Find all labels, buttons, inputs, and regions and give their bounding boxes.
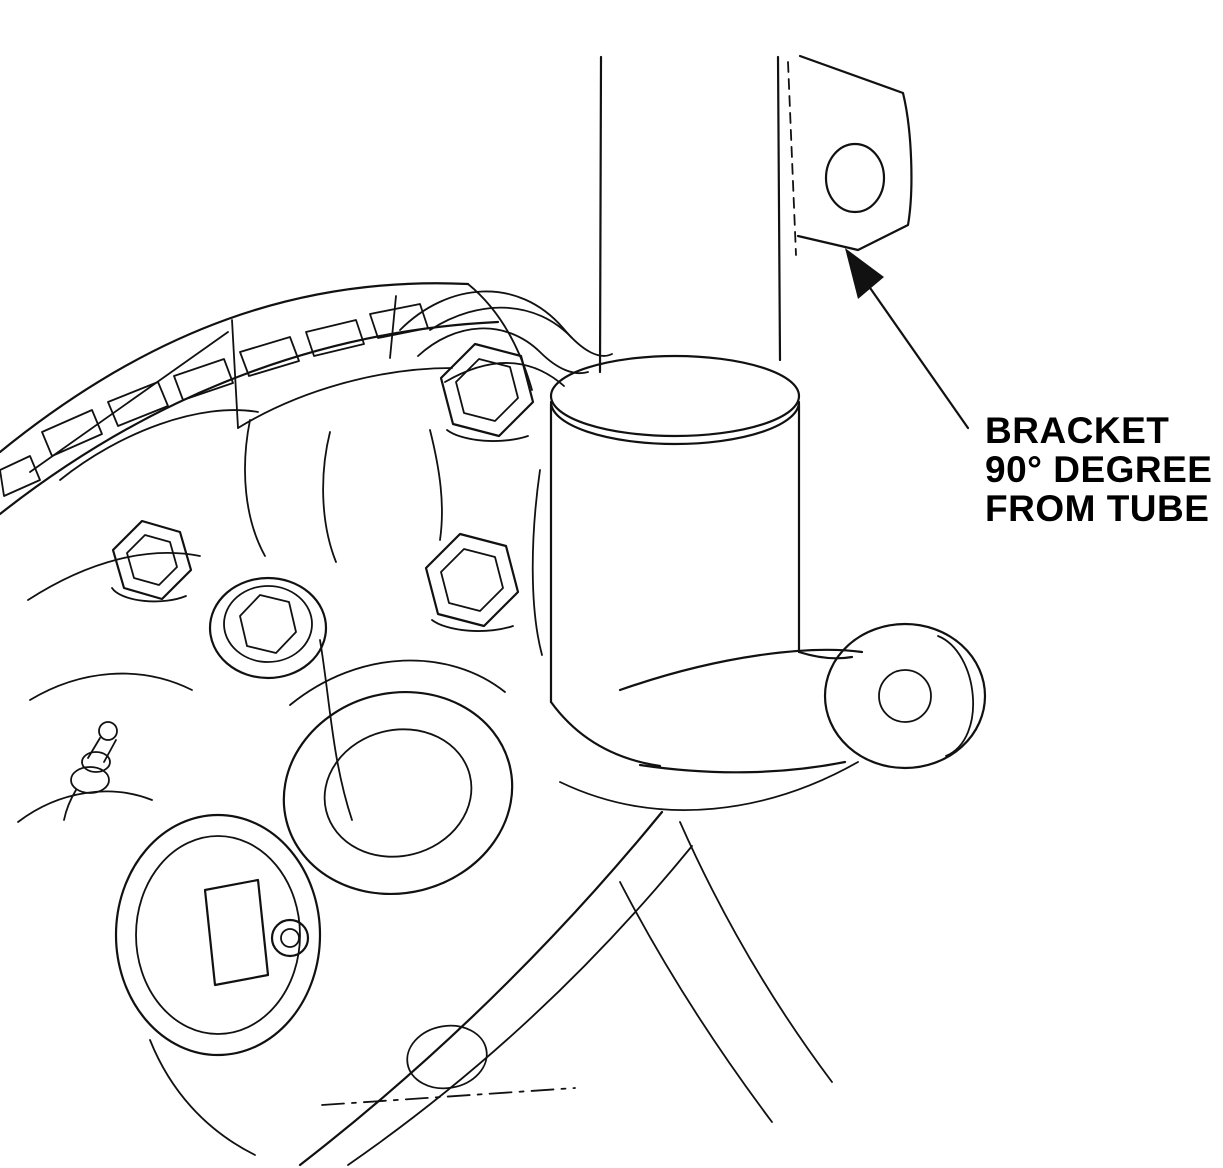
flange-arc-outer — [298, 810, 664, 1167]
caliper-lower-contour — [149, 1039, 256, 1156]
hub-upper-arc — [289, 659, 506, 706]
flange-bolt-round — [208, 576, 328, 680]
tube-collar — [549, 354, 801, 446]
arm-top-edge — [618, 648, 864, 692]
flange-hole — [406, 1024, 488, 1090]
bracket-outline — [796, 54, 913, 252]
bleeder-valve — [63, 721, 118, 821]
bolt-washer — [111, 587, 187, 603]
caliper-contour — [29, 672, 193, 701]
vent-slot — [107, 381, 169, 427]
shield-wave-top — [399, 290, 613, 357]
tube-to-arm-right — [797, 650, 854, 660]
knuckle-contour — [27, 551, 201, 601]
hub-bore-inner — [323, 728, 473, 858]
brake-caliper — [17, 672, 322, 1057]
bleeder-boss — [63, 789, 77, 821]
strut-tube — [598, 55, 797, 374]
steering-knuckle — [27, 409, 543, 821]
bolt-head-outer — [111, 519, 193, 601]
flange-arc-right-inner — [619, 881, 773, 1123]
caliper-bore-inner — [135, 835, 301, 1035]
hex-bolt-lower — [424, 532, 520, 632]
guide-pin-inner — [280, 928, 300, 948]
bolt-head-inner — [126, 534, 178, 586]
knuckle-contour — [531, 469, 543, 656]
bolt-head-inner — [239, 594, 297, 654]
vent-slot — [305, 319, 365, 357]
tube-to-knuckle-left — [549, 700, 662, 768]
bleeder-stem — [103, 739, 117, 763]
pad-block — [203, 878, 270, 987]
hub-bore-outer — [282, 690, 514, 896]
rotor-section-cut-right — [389, 295, 397, 359]
rotor-vent-slots — [0, 303, 429, 497]
rotor-right-roll — [467, 283, 533, 391]
rotor-hat-edge — [237, 367, 453, 429]
bleeder-hex — [81, 751, 111, 773]
guide-pin-outer — [270, 918, 310, 958]
bushing-eye-outer — [823, 622, 987, 770]
vent-slot — [173, 358, 234, 401]
bolt-washer — [431, 619, 514, 632]
clamp-arm-bottom — [444, 362, 565, 387]
rotor-outer-edge — [0, 282, 470, 454]
bolt-head-outer — [439, 342, 535, 438]
collar-outer-ring — [549, 354, 801, 438]
tube-right-edge — [776, 55, 782, 362]
callout-line-1: BRACKET — [985, 410, 1169, 451]
knuckle-contour — [429, 429, 443, 541]
hex-bolt-upper — [439, 342, 535, 442]
arm-under-contour — [559, 761, 859, 811]
bracket-hole — [824, 142, 886, 214]
rotor-face-line — [29, 331, 229, 473]
hub-bore — [282, 690, 514, 896]
callout-leader-line — [866, 283, 970, 430]
knuckle-contour — [244, 419, 266, 557]
vent-slot — [0, 455, 41, 497]
lower-arm — [559, 622, 987, 811]
bushing-housing-right — [937, 635, 974, 757]
flange-arc-right — [679, 821, 833, 1083]
vent-slot — [41, 409, 103, 457]
callout-arrowhead — [845, 248, 884, 299]
clamp-arm-top — [429, 306, 573, 339]
tube-left-edge — [598, 55, 603, 374]
rotor-section-cut-left — [231, 319, 239, 429]
lower-flange — [149, 810, 833, 1167]
washer-outer — [208, 576, 328, 680]
bushing-eye-inner — [878, 669, 932, 723]
callout: BRACKET 90° DEGREE FROM TUBE — [845, 248, 1213, 529]
bleeder-base — [70, 766, 110, 794]
bleeder-stem — [87, 737, 101, 759]
callout-line-2: 90° DEGREE — [985, 449, 1213, 490]
callout-line-3: FROM TUBE — [985, 488, 1209, 529]
caliper-contour — [17, 790, 153, 823]
bolt-head-inner — [440, 548, 504, 612]
washer-inner — [223, 585, 313, 663]
bleeder-tip — [98, 721, 118, 741]
knuckle-contour — [59, 409, 259, 481]
strut-tube-bracket — [796, 54, 913, 252]
knuckle-contour — [319, 639, 353, 821]
bolt-head-outer — [424, 532, 520, 628]
arm-bottom-edge — [638, 760, 847, 774]
shield-wave-inner — [417, 327, 589, 374]
vent-slot — [239, 336, 300, 377]
knuckle-contour — [322, 431, 337, 563]
strut-tube-lower — [549, 402, 854, 768]
bolt-head-inner — [455, 358, 519, 422]
centerline — [321, 1087, 576, 1106]
flange-arc-inner — [347, 845, 693, 1166]
vent-slot — [369, 303, 429, 339]
dust-shield — [399, 290, 613, 387]
caliper-bore-outer — [114, 813, 322, 1057]
bolt-washer — [446, 429, 529, 442]
tube-hidden-edge — [787, 61, 797, 256]
collar-lower-lip — [549, 400, 801, 446]
hex-bolt-left — [111, 519, 193, 603]
